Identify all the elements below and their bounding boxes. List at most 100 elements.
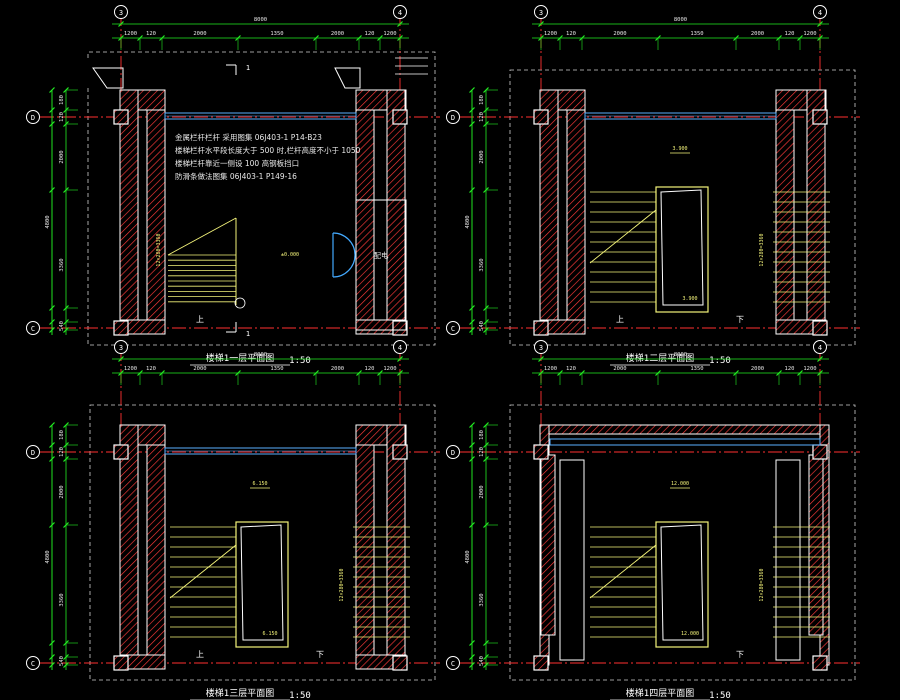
grid-bubble-c — [446, 321, 460, 335]
level-mark: ±0.000 — [281, 252, 299, 258]
up-arrow-label: 上 — [196, 315, 204, 324]
dim-chain-label: 120 — [146, 31, 156, 37]
plan-scale: 1:50 — [709, 691, 731, 700]
drawing-boundary — [509, 404, 856, 681]
structural-column — [533, 320, 549, 336]
dim-left-label: 120 — [59, 447, 65, 457]
dim-chain-label: 2000 — [613, 31, 626, 37]
dim-left-label: 180 — [59, 430, 65, 440]
grid-bubble-3 — [114, 5, 128, 19]
wall-right-inner — [355, 444, 375, 668]
grid-bubble-4-text: 4 — [818, 344, 822, 352]
wall-right-inner — [775, 109, 795, 333]
dim-left-total-label: 4800 — [45, 550, 51, 563]
dim-left-total-label: 4800 — [465, 550, 471, 563]
grid-bubble-4-text: 4 — [398, 344, 402, 352]
dim-chain-label: 1200 — [544, 366, 557, 372]
dim-left-total-label: 4800 — [45, 215, 51, 228]
grid-bubble-4 — [813, 340, 827, 354]
plan-title: 楼梯1三层平面图 — [206, 687, 274, 699]
dim-tick — [397, 21, 403, 27]
grid-bubble-d-text: D — [31, 114, 35, 122]
stair-run-label: 12×280=3360 — [759, 568, 765, 601]
dim-left-label: 3360 — [59, 593, 65, 606]
down-arrow-label: 下 — [736, 315, 744, 324]
roof-left — [92, 67, 124, 89]
dim-chain-label: 120 — [146, 366, 156, 372]
roof-wall-top — [539, 424, 829, 435]
dim-chain-label: 120 — [365, 366, 375, 372]
wall-right-inner — [808, 454, 824, 636]
dim-left-total-label: 4800 — [465, 215, 471, 228]
wall-right-outer — [386, 89, 406, 333]
grid-bubble-3-text: 3 — [539, 344, 543, 352]
dim-left-label: 120 — [479, 447, 485, 457]
plan-title: 楼梯1四层平面图 — [626, 687, 694, 699]
grid-bubble-c-text: C — [451, 660, 455, 668]
grid-bubble-3 — [534, 340, 548, 354]
dim-left-label: 180 — [59, 95, 65, 105]
structural-column — [113, 109, 129, 125]
grid-bubble-3-text: 3 — [119, 344, 123, 352]
section-mark-label-top: 1 — [246, 64, 250, 72]
structural-column — [533, 109, 549, 125]
plan-scale: 1:50 — [289, 691, 311, 700]
dim-left-label: 540 — [59, 321, 65, 331]
dim-left-label: 2000 — [479, 485, 485, 498]
wall-right-inner — [355, 109, 375, 333]
structural-column — [113, 320, 129, 336]
design-note: 楼梯栏杆靠近一侧设 100 高钢板挡口 — [175, 158, 299, 168]
dim-tick — [538, 21, 544, 27]
drawing-boundary — [87, 51, 436, 346]
dim-chain-label: 2000 — [193, 366, 206, 372]
grid-bubble-4-text: 4 — [818, 9, 822, 17]
structural-column — [392, 109, 408, 125]
dim-chain-label: 2000 — [613, 366, 626, 372]
structural-column — [392, 320, 408, 336]
grid-bubble-3 — [534, 5, 548, 19]
structural-column — [533, 655, 549, 671]
grid-bubble-3 — [114, 340, 128, 354]
grid-bubble-4 — [393, 5, 407, 19]
dim-left-label: 2000 — [59, 150, 65, 163]
grid-bubble-d-text: D — [451, 114, 455, 122]
grid-bubble-d-text: D — [451, 449, 455, 457]
level-mark-landing: 12.000 — [681, 631, 699, 637]
level-mark-landing: 3.900 — [682, 296, 697, 302]
grid-bubble-4 — [813, 5, 827, 19]
dim-chain-label: 1200 — [803, 366, 816, 372]
design-note: 防滑条做法图集 06J403-1 P149-16 — [175, 171, 297, 181]
dim-chain-label: 1200 — [383, 366, 396, 372]
stair-well-opening — [660, 524, 704, 641]
grid-bubble-4 — [393, 340, 407, 354]
wall-left-inner — [146, 444, 166, 668]
drawing-boundary — [509, 69, 856, 346]
plan-scale: 1:50 — [289, 356, 311, 366]
stair-run-label: 12×280=3360 — [339, 568, 345, 601]
dim-total-label: 8000 — [674, 17, 687, 23]
stair-well-opening — [240, 524, 284, 641]
level-mark-landing: 6.150 — [262, 631, 277, 637]
structural-column — [533, 444, 549, 460]
down-arrow-label: 下 — [316, 650, 324, 659]
plan-title: 楼梯1一层平面图 — [206, 352, 274, 364]
structural-column — [392, 444, 408, 460]
grid-bubble-3-text: 3 — [539, 9, 543, 17]
wall-left-inner — [540, 454, 556, 636]
dim-chain-label: 2000 — [751, 366, 764, 372]
structural-column — [812, 109, 828, 125]
grid-bubble-c-text: C — [31, 325, 35, 333]
dim-total-label: 8000 — [254, 352, 267, 358]
dim-tick — [118, 356, 124, 362]
down-arrow-label: 下 — [736, 650, 744, 659]
electrical-room — [355, 199, 407, 331]
design-note: 楼梯栏杆水平段长度大于 500 时,栏杆高度不小于 1050 — [175, 145, 361, 155]
dim-left-label: 180 — [479, 430, 485, 440]
dim-chain-label: 120 — [566, 366, 576, 372]
wall-outline-right — [775, 459, 801, 661]
grid-bubble-c-text: C — [31, 660, 35, 668]
dim-chain-label: 120 — [785, 31, 795, 37]
